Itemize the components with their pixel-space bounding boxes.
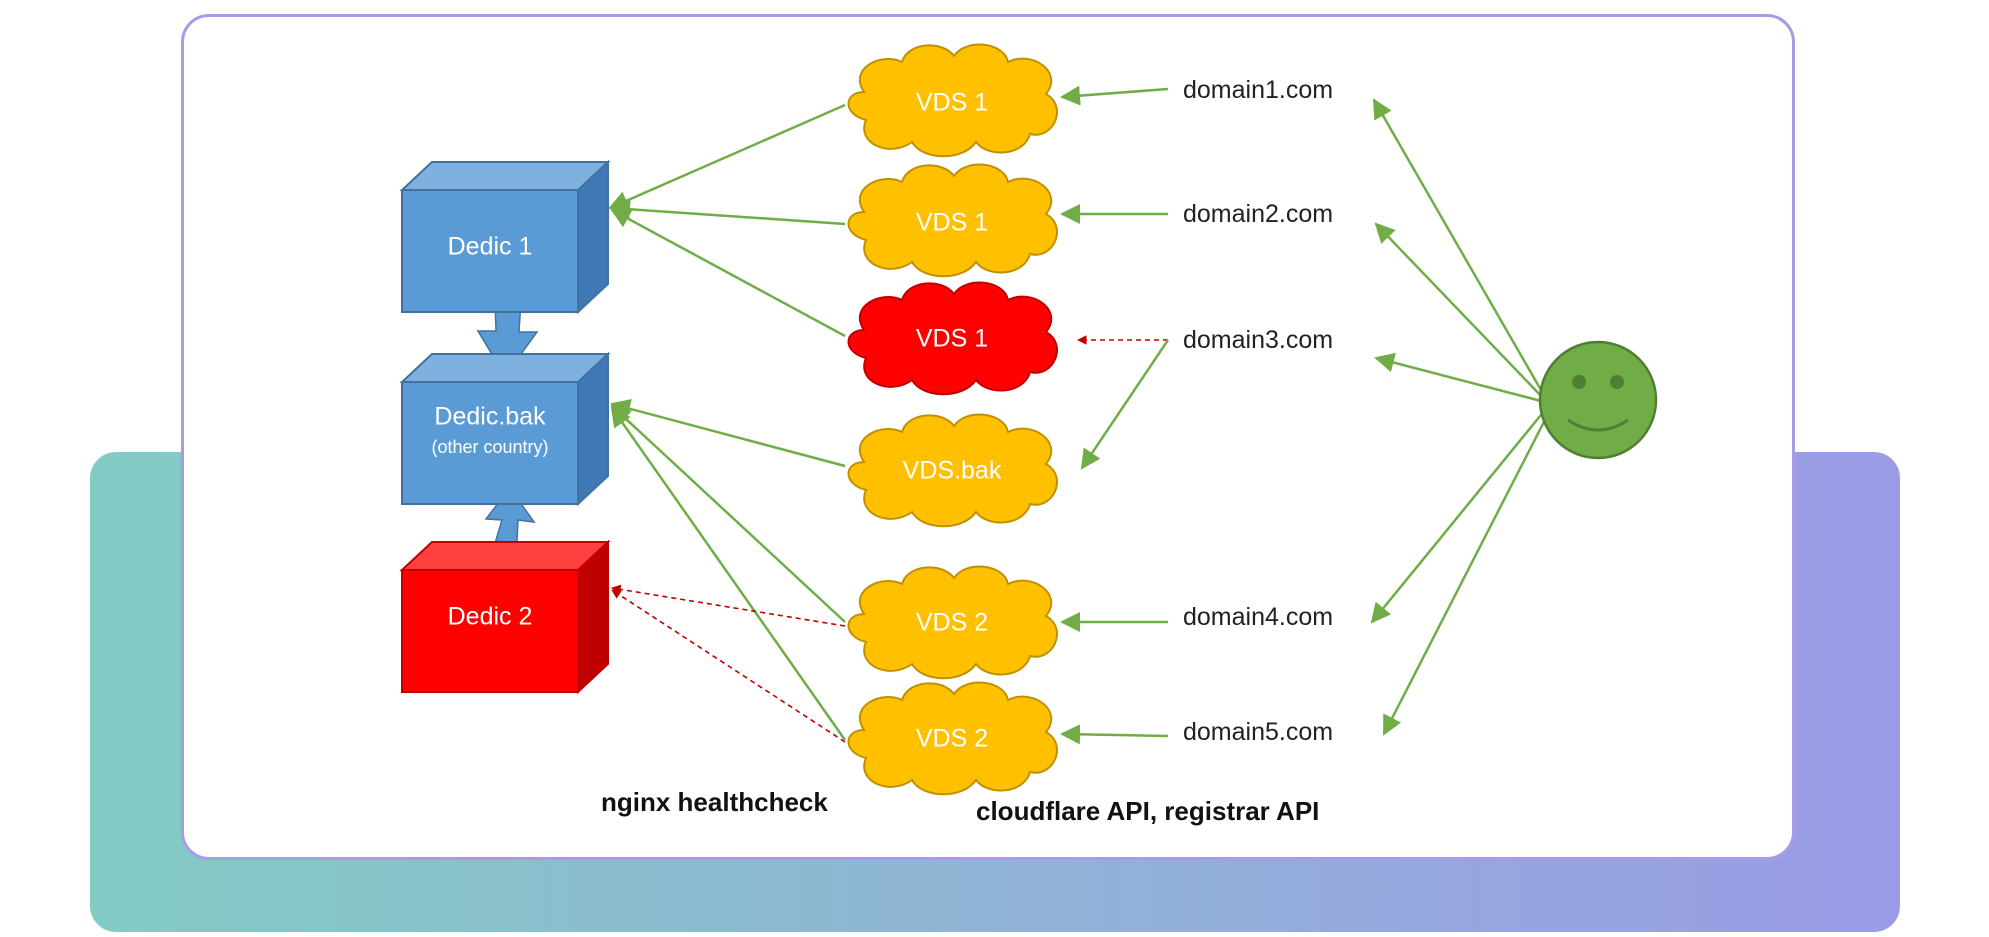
vds-cloud-5: VDS 2 [847, 681, 1058, 796]
caption-nginx-healthcheck: nginx healthcheck [601, 787, 828, 817]
vds-bak-label: VDS.bak [903, 457, 1002, 485]
domain-5-label: domain5.com [1183, 718, 1333, 746]
vds-cloud-4: VDS 2 [847, 565, 1058, 680]
smiley-face-icon [1538, 340, 1658, 460]
domain-2-label: domain2.com [1183, 200, 1333, 228]
vds-1-label: VDS 1 [916, 89, 988, 117]
arrow-user-to-domain2 [1374, 222, 1546, 401]
arrow-vds2a-to-dedicbak [610, 404, 846, 623]
arrow-domain5-to-vds [1060, 724, 1169, 745]
dedic-2-label: Dedic 2 [448, 603, 533, 631]
arrow-user-to-domain4 [1370, 409, 1546, 624]
arrow-vdsbak-to-dedicbak [610, 398, 846, 468]
arrow-user-to-domain1 [1372, 98, 1547, 398]
arrow-user-to-domain5 [1382, 413, 1550, 736]
arrow-vds1a-to-dedic1 [608, 103, 846, 210]
dedic-bak-sublabel: (other country) [431, 437, 548, 457]
arrow-vds1b-to-dedic1 [610, 199, 846, 226]
vds-cloud-bak: VDS.bak [847, 413, 1058, 528]
vds-cloud-2: VDS 1 [847, 163, 1058, 278]
dedic-1-label: Dedic 1 [448, 233, 533, 261]
dashed-vds2b-to-dedic2 [611, 589, 846, 743]
arrow-vds2b-to-dedicbak [610, 406, 847, 741]
arrow-user-to-domain3 [1374, 352, 1546, 404]
connectors [608, 85, 1550, 745]
arrow-vds1c-to-dedic1 [610, 208, 846, 338]
vds-cloud-3-failed: VDS 1 [847, 281, 1058, 396]
vds-2-label: VDS 1 [916, 209, 988, 237]
vds-4-label: VDS 2 [916, 609, 988, 637]
vds-cloud-1: VDS 1 [847, 43, 1058, 158]
arrow-domain3-to-vdsbak [1080, 339, 1170, 470]
arrow-domain1-to-vds [1060, 85, 1169, 106]
dedic-server-1: Dedic 1 [399, 159, 611, 315]
dedic-bak-label: Dedic.bak [434, 403, 546, 431]
dashed-vds2a-to-dedic2 [611, 584, 846, 627]
domain-4-label: domain4.com [1183, 603, 1333, 631]
caption-cloudflare-registrar-api: cloudflare API, registrar API [976, 796, 1319, 826]
domain-3-label: domain3.com [1183, 326, 1333, 354]
dedic-server-2: Dedic 2 [399, 539, 611, 695]
vds-3-label: VDS 1 [916, 325, 988, 353]
domain-1-label: domain1.com [1183, 76, 1333, 104]
vds-5-label: VDS 2 [916, 725, 988, 753]
dedic-server-bak: Dedic.bak (other country) [399, 351, 611, 507]
